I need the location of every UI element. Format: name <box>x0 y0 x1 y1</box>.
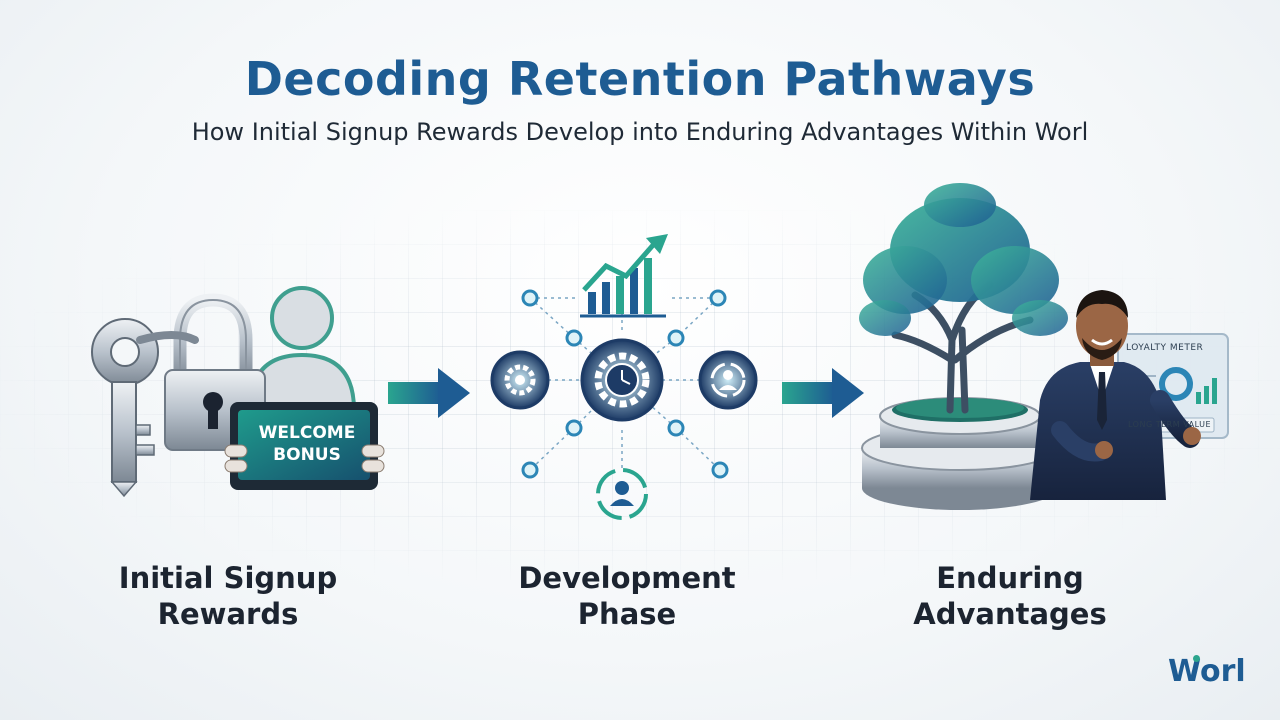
person-cycle-icon <box>698 350 758 410</box>
stage-1-line-2: Rewards <box>157 597 299 631</box>
stage-label-enduring-advantages: Enduring Advantages <box>860 560 1160 632</box>
development-network-illustration <box>490 234 758 520</box>
tree-trunk <box>891 281 1034 414</box>
stage-2-line-1: Development <box>518 561 736 595</box>
gear-clock-icon <box>580 338 664 422</box>
key-icon <box>91 318 199 498</box>
stage-label-development-phase: Development Phase <box>477 560 777 632</box>
flow-arrow-2 <box>782 368 864 418</box>
stage-3-line-1: Enduring <box>936 561 1084 595</box>
welcome-bonus-text: WELCOME BONUS <box>240 422 374 466</box>
pedestal <box>861 397 1059 510</box>
growth-chart-icon <box>580 234 668 318</box>
tree-icon <box>859 183 1068 336</box>
loyalty-meter-title: LOYALTY METER <box>1126 343 1204 353</box>
user-refresh-icon <box>596 468 648 520</box>
stage-label-signup-rewards: Initial Signup Rewards <box>78 560 378 632</box>
page-subtitle: How Initial Signup Rewards Develop into … <box>191 118 1089 146</box>
logo-accent-dot <box>1193 655 1200 662</box>
flow-arrow-1 <box>388 368 470 418</box>
gear-icon <box>490 350 550 410</box>
stage-2-line-2: Phase <box>577 597 677 631</box>
stage-1-line-1: Initial Signup <box>118 561 338 595</box>
enduring-advantages-illustration <box>859 183 1229 510</box>
welcome-bonus-tablet <box>224 402 385 490</box>
loyalty-meter-caption: LONG TERM VALUE <box>1128 420 1212 429</box>
stage-3-line-2: Advantages <box>913 597 1107 631</box>
brand-logo: Worl <box>1168 654 1246 689</box>
page-title: Decoding Retention Pathways <box>244 52 1036 106</box>
welcome-text: WELCOME <box>258 423 356 443</box>
signup-rewards-illustration <box>91 286 385 498</box>
businessman-figure <box>1030 290 1201 500</box>
bonus-text: BONUS <box>273 445 341 465</box>
